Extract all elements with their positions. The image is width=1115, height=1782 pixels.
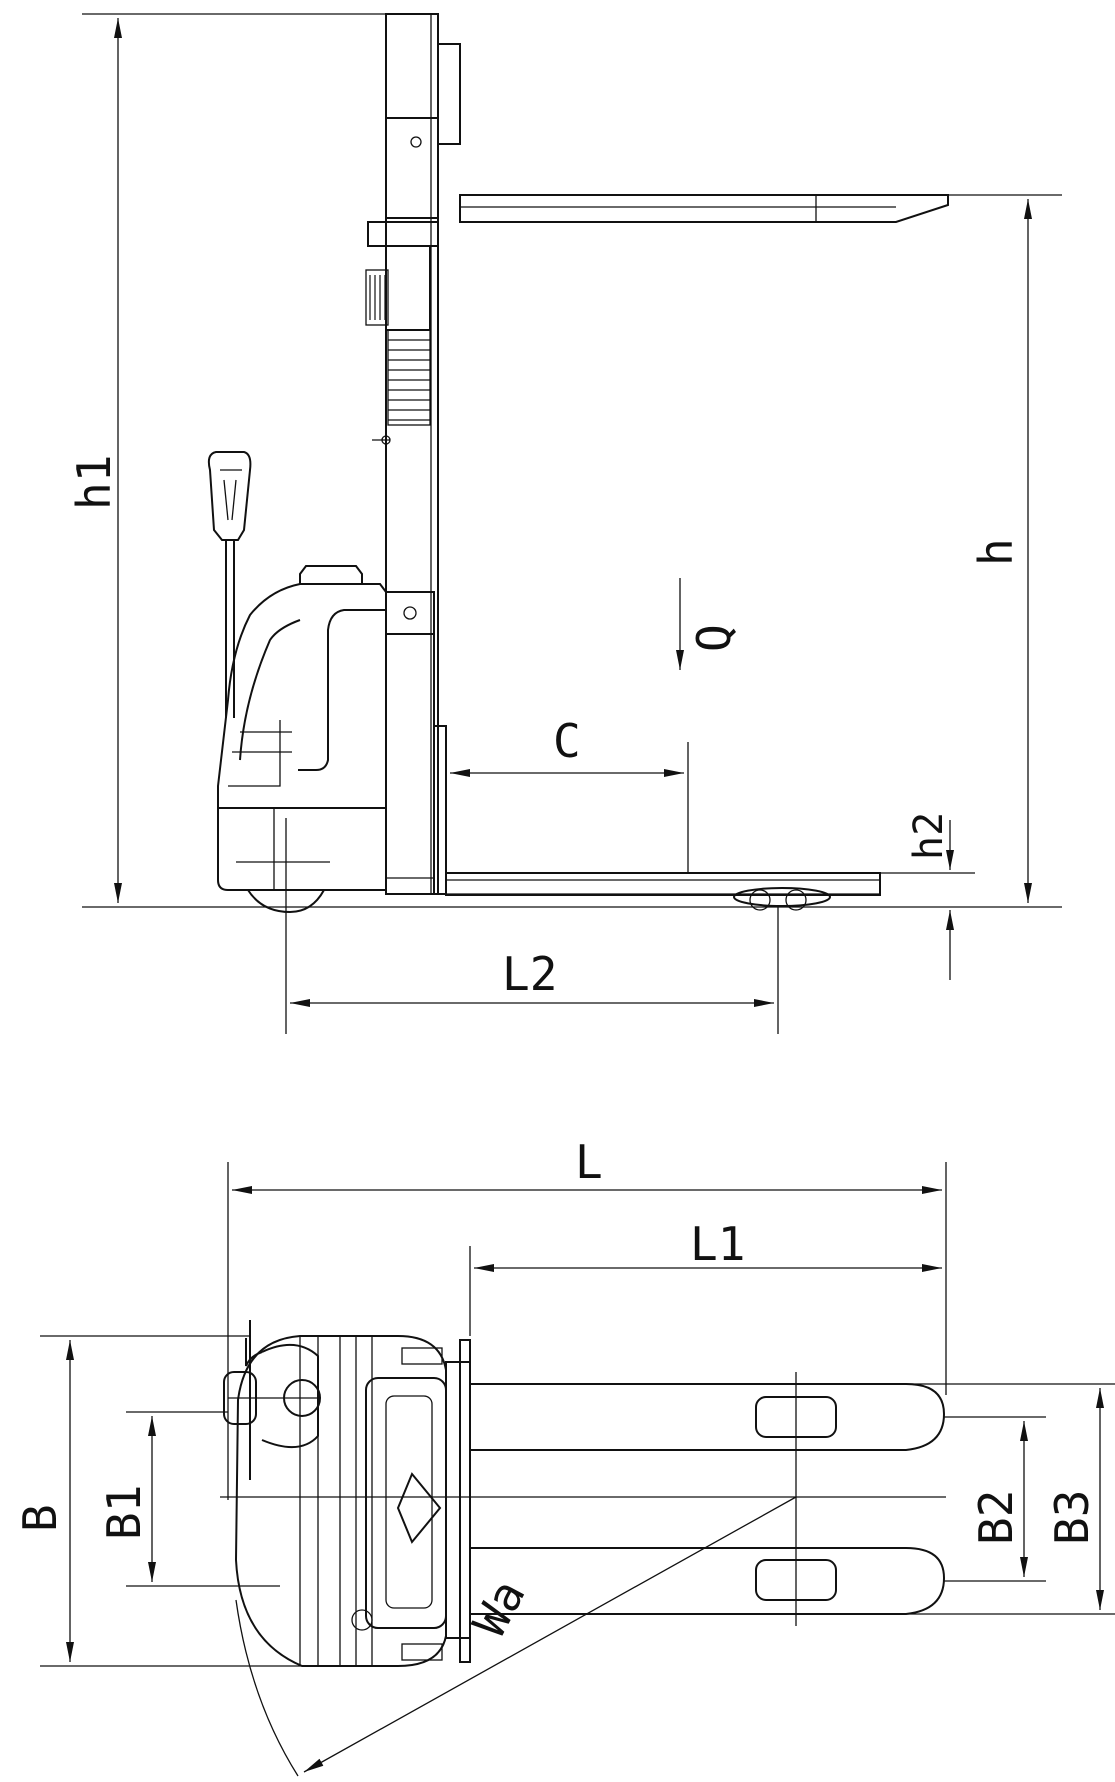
c-label: C [553,714,581,768]
mast [365,13,461,895]
h2-label: h2 [906,812,952,860]
tiller-handle [207,451,252,718]
load-wheel [733,887,831,911]
b3-label: B3 [1045,1490,1099,1545]
mast-ladder-detail [365,269,389,326]
tractor-body [217,565,387,891]
drive-wheel [236,818,330,914]
steer-wheel-dot [351,1609,373,1631]
raised-fork [459,194,949,223]
wa-turning-arc [235,1599,299,1777]
h1-label: h1 [67,455,121,510]
l1-label: L1 [690,1217,745,1271]
q-label: Q [687,624,741,652]
l2-label: L2 [502,947,557,1001]
lift-chain [387,329,431,426]
b1-label: B1 [97,1485,151,1540]
fork-right [470,1547,946,1615]
tiller-head-top [223,1320,321,1480]
wa-radius-line [303,1496,797,1773]
top-view: L L1 [13,1135,1115,1777]
wa-label: Wa [462,1571,536,1645]
b-label: B [13,1504,67,1532]
side-view: h1 h h2 Q C L2 [67,13,1062,1034]
b2-label: B2 [969,1490,1023,1545]
lowered-fork [445,872,881,896]
tractor-body-top [234,1335,471,1667]
l-label: L [575,1135,603,1189]
h-label: h [969,538,1023,566]
fork-left [470,1383,946,1451]
